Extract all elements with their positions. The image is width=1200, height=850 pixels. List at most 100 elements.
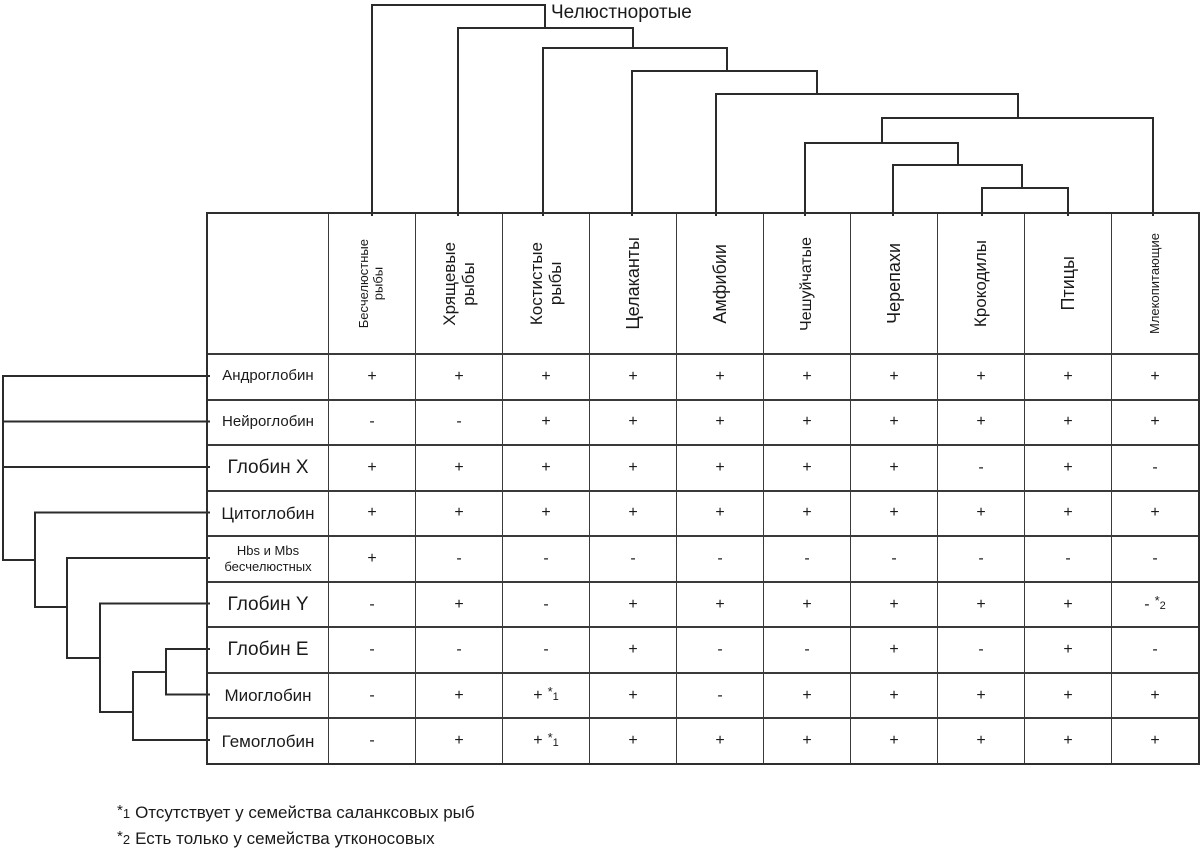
top-tree-label: Челюстноротые	[551, 2, 692, 23]
matrix-cell: +	[1111, 353, 1198, 399]
column-header-label: Амфибии	[709, 243, 730, 324]
matrix-cell: +	[1024, 489, 1111, 536]
matrix-cell: +	[1111, 671, 1198, 718]
matrix-cell: +	[589, 489, 676, 536]
matrix-cell: -	[1111, 444, 1198, 490]
footnote-marker: *2	[117, 828, 131, 847]
matrix-cell: -	[328, 671, 415, 718]
column-header-label: Птицы	[1057, 256, 1078, 311]
row-header: Нейроглобин	[208, 398, 328, 445]
matrix-cell: +	[502, 444, 589, 490]
row-header: Гемоглобин	[208, 717, 328, 763]
matrix-cell: +	[1024, 717, 1111, 763]
matrix-cell: -	[676, 671, 763, 718]
matrix-cell: +	[850, 580, 937, 627]
matrix-cell: +	[589, 580, 676, 627]
matrix-cell: +	[676, 353, 763, 399]
matrix-cell: -	[328, 626, 415, 672]
matrix-cell: +	[415, 671, 502, 718]
matrix-cell: +	[589, 353, 676, 399]
matrix-cell: +	[328, 353, 415, 399]
footnote-marker: *1	[117, 802, 131, 821]
row-header: Андроглобин	[208, 353, 328, 399]
matrix-cell: +*1	[502, 671, 589, 718]
matrix-cell: +	[1024, 444, 1111, 490]
matrix-cell: +	[937, 580, 1024, 627]
corner-cell	[208, 214, 328, 353]
matrix-cell: -	[937, 535, 1024, 581]
matrix-cell: -	[415, 398, 502, 445]
column-header-label: Крокодилы	[971, 239, 991, 328]
matrix-cell: -	[328, 580, 415, 627]
matrix-cell: +	[1111, 489, 1198, 536]
matrix-cell: +	[676, 398, 763, 445]
matrix-cell: +	[589, 671, 676, 718]
top-tree-branch-5	[715, 93, 1019, 216]
matrix-cell: +	[676, 444, 763, 490]
matrix-cell: -	[415, 535, 502, 581]
row-header: Миоглобин	[208, 671, 328, 718]
column-header-7: Черепахи	[850, 214, 937, 353]
matrix-cell: +	[763, 580, 850, 627]
matrix-cell: +	[850, 398, 937, 445]
matrix-cell: -	[1111, 535, 1198, 581]
matrix-cell: +	[937, 671, 1024, 718]
matrix-cell: -	[676, 535, 763, 581]
footnote-marker: *2	[1154, 593, 1166, 612]
matrix-cell: -	[763, 626, 850, 672]
matrix-cell: -	[502, 626, 589, 672]
left-tree-branch-4	[34, 511, 210, 608]
matrix-cell: -	[1024, 535, 1111, 581]
matrix-cell: -	[502, 535, 589, 581]
matrix-cell: +	[1111, 398, 1198, 445]
matrix-cell: -*2	[1111, 580, 1198, 627]
column-header-2: Хрящевые рыбы	[415, 214, 502, 353]
top-tree-branch-7	[804, 142, 959, 216]
top-tree-branch-8	[892, 164, 1023, 216]
column-header-6: Чешуйчатые	[763, 214, 850, 353]
matrix-cell: +	[850, 626, 937, 672]
column-header-4: Целаканты	[589, 214, 676, 353]
matrix-cell: +	[763, 489, 850, 536]
matrix-cell: +	[763, 353, 850, 399]
left-tree-branch-6	[99, 602, 210, 713]
matrix-cell: -	[1111, 626, 1198, 672]
matrix-cell: +	[502, 353, 589, 399]
cell-sign: -	[1144, 595, 1150, 613]
matrix-cell: +	[763, 444, 850, 490]
matrix-cell: +	[763, 671, 850, 718]
matrix-cell: +	[589, 717, 676, 763]
matrix-cell: +	[676, 580, 763, 627]
matrix-cell: -	[589, 535, 676, 581]
matrix-cell: +	[1024, 626, 1111, 672]
top-tree-branch-4	[631, 70, 818, 216]
matrix-cell: +	[850, 489, 937, 536]
matrix-cell: +	[850, 444, 937, 490]
matrix-cell: +	[850, 353, 937, 399]
column-header-label: Хрящевые рыбы	[439, 241, 478, 326]
matrix-cell: +	[502, 398, 589, 445]
matrix-cell: +	[589, 626, 676, 672]
matrix-cell: +	[415, 717, 502, 763]
matrix-cell: +	[1024, 671, 1111, 718]
matrix-cell: -	[502, 580, 589, 627]
matrix-cell: +	[415, 580, 502, 627]
matrix-cell: +	[937, 398, 1024, 445]
column-header-8: Крокодилы	[937, 214, 1024, 353]
matrix-cell: +	[763, 717, 850, 763]
footnote-marker: *1	[547, 684, 559, 704]
matrix-cell: +	[328, 489, 415, 536]
cell-sign: +	[533, 686, 543, 704]
row-header: Глобин X	[208, 444, 328, 490]
matrix-cell: +	[328, 535, 415, 581]
matrix-cell: -	[937, 444, 1024, 490]
top-tree-branch-9	[981, 187, 1069, 216]
footnote-text: Есть только у семейства утконосовых	[135, 829, 435, 848]
top-tree-branch-3	[542, 47, 728, 216]
top-tree-branch-6	[881, 117, 1154, 216]
